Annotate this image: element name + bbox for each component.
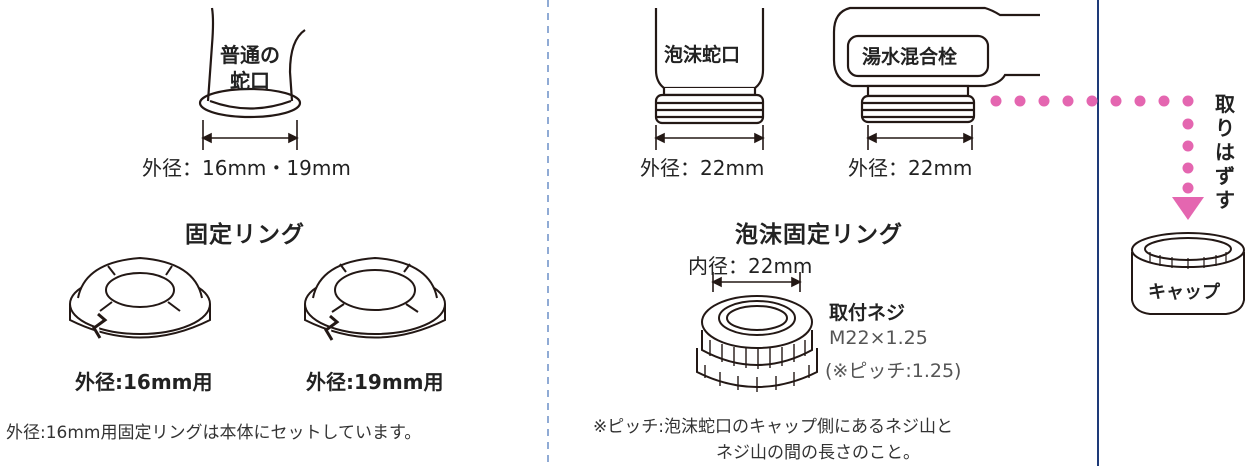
ring-16mm-label: 外径:16mm用 [75,370,213,394]
aerator-faucet-illustration [654,8,765,125]
mixer-faucet-illustration [832,6,1040,124]
cap-label: キャップ [1148,282,1220,303]
aerator-od-dimension [654,125,765,150]
fixing-ring-19mm-illustration [304,256,446,341]
ring-19mm-label: 外径:19mm用 [306,370,444,394]
pitch-note: (※ピッチ:1.25) [825,360,962,382]
mixer-od-dimension [866,125,974,150]
fixing-ring-title: 固定リング [185,222,305,248]
aerator-fixing-ring-illustration [696,295,818,392]
pitch-footnote-line2: ネジ山の間の長さのこと。 [716,443,920,463]
remove-char-3: は [1215,140,1235,164]
remove-cap-dotted-arrow [990,95,1204,220]
ordinary-faucet-label: 普通の 蛇口 [215,42,285,94]
aerator-faucet-label: 泡沫蛇口 [664,44,741,66]
inner-diameter-dimension [711,272,802,292]
cap-illustration [1131,232,1245,315]
remove-char-5: す [1215,188,1235,212]
faucet-od-label: 外径：16mm・19mm [142,156,351,180]
ordinary-faucet-label-line2: 蛇口 [230,69,270,93]
thread-title: 取付ネジ [829,302,906,324]
mixer-od-label: 外径：22mm [848,156,973,180]
remove-vertical-label: 取 り は ず す [1212,92,1238,212]
remove-char-2: り [1215,116,1235,140]
ordinary-faucet-illustration [198,7,306,119]
ordinary-faucet-label-line1: 普通の [220,43,280,67]
inner-diameter-label: 内径：22mm [688,254,813,278]
thread-spec: M22×1.25 [829,327,928,349]
faucet-od-dimension [201,120,299,150]
pitch-footnote-line1: ※ピッチ:泡沫蛇口のキャップ側にあるネジ山と [593,417,953,437]
remove-char-4: ず [1215,164,1235,188]
remove-char-1: 取 [1215,92,1235,116]
ring-preinstalled-note: 外径:16mm用固定リングは本体にセットしています。 [6,423,422,443]
aerator-od-label: 外径：22mm [640,156,765,180]
fixing-ring-16mm-illustration [69,256,211,339]
mixer-faucet-label: 湯水混合栓 [862,46,958,68]
aerator-ring-title: 泡沫固定リング [735,222,903,248]
